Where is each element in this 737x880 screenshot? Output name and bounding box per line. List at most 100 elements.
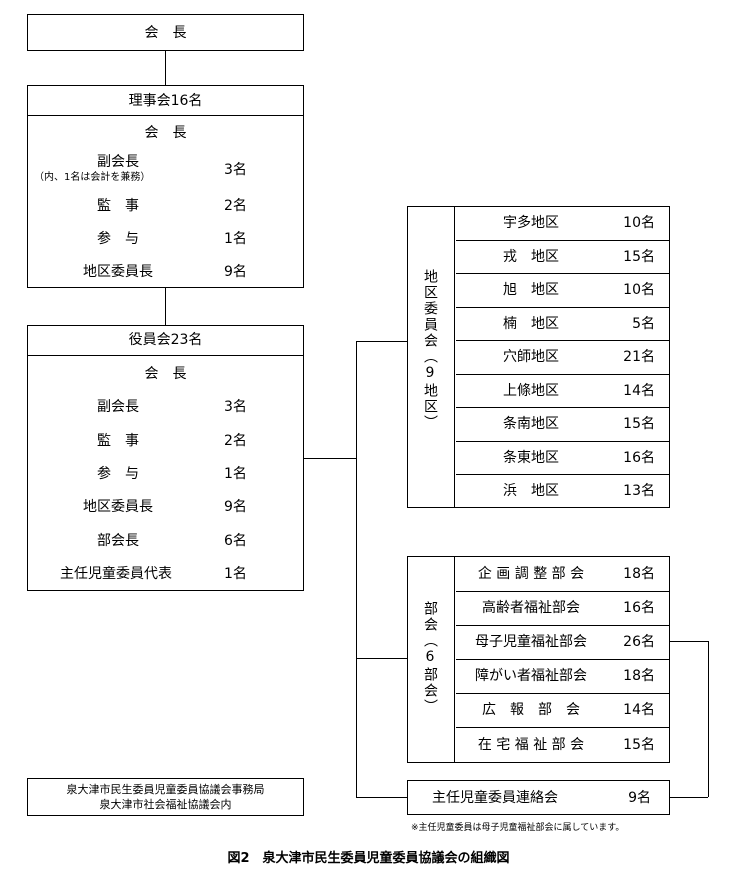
subcommittee-count: 18名 — [623, 566, 655, 582]
district-row: 条南地区 15名 — [456, 407, 669, 441]
district-row: 宇多地区 10名 — [456, 207, 669, 240]
subcommittee-row: 母子児童福祉部会 26名 — [456, 625, 669, 659]
subcommittee-row: 広 報 部 会 14名 — [456, 693, 669, 727]
district-row: 楠 地区 5名 — [456, 307, 669, 340]
subcommittee-name: 障がい者福祉部会 — [475, 668, 587, 684]
district-count: 13名 — [623, 483, 655, 499]
subcommittee-list: 企 画 調 整 部 会 18名 高齢者福祉部会 16名 母子児童福祉部会 26名… — [456, 557, 669, 762]
district-name: 浜 地区 — [503, 483, 559, 499]
subcommittee-name: 広 報 部 会 — [482, 702, 580, 718]
district-committee-box: 地区委員会（9地区） 宇多地区 10名 戎 地区 15名 旭 地区 10名 楠 … — [407, 206, 670, 508]
subcommittee-name: 企 画 調 整 部 会 — [477, 566, 585, 582]
district-count: 10名 — [623, 215, 655, 231]
district-count: 5名 — [632, 316, 655, 332]
district-name: 宇多地区 — [503, 215, 559, 231]
district-row-divider — [456, 273, 669, 274]
connector-to-district — [356, 341, 407, 342]
district-committee-label: 地区委員会（9地区） — [422, 269, 438, 431]
officers-row-name: 主任児童委員代表 — [60, 566, 172, 582]
district-name: 楠 地区 — [503, 316, 559, 332]
connector-trunk — [356, 341, 357, 797]
connector-child-welfare-down — [708, 641, 709, 797]
subcommittee-row-divider — [456, 659, 669, 660]
board-row-note: （内、1名は会計を兼務） — [34, 172, 151, 183]
officers-row-count: 1名 — [224, 566, 247, 582]
district-count: 15名 — [623, 416, 655, 432]
district-row: 上條地区 14名 — [456, 374, 669, 407]
chairman-label: 会 長 — [144, 25, 187, 41]
subcommittees-label: 部会（6部会） — [422, 601, 438, 715]
district-row-divider — [456, 240, 669, 241]
district-row: 浜 地区 13名 — [456, 474, 669, 507]
district-name: 旭 地区 — [503, 282, 559, 298]
board-title-divider — [28, 115, 303, 116]
district-name: 穴師地区 — [503, 349, 559, 365]
officers-chairman: 会 長 — [144, 366, 187, 382]
subcommittees-box: 部会（6部会） 企 画 調 整 部 会 18名 高齢者福祉部会 16名 母子児童… — [407, 556, 670, 763]
chief-liaison-box: 主任児童委員連絡会 9名 — [407, 780, 670, 815]
connector-to-subcommittees — [356, 658, 407, 659]
subcommittee-name: 母子児童福祉部会 — [475, 634, 587, 650]
board-row-name: 参 与 — [97, 231, 139, 247]
chairman-box: 会 長 — [27, 14, 304, 51]
district-row: 条東地区 16名 — [456, 441, 669, 474]
connector-child-welfare-in — [670, 797, 708, 798]
subcommittee-row-divider — [456, 693, 669, 694]
district-label-divider — [454, 207, 455, 507]
subcommittee-row: 障がい者福祉部会 18名 — [456, 659, 669, 693]
district-name: 上條地区 — [503, 383, 559, 399]
subcommittee-row: 企 画 調 整 部 会 18名 — [456, 557, 669, 591]
figure-caption: 図2 泉大津市民生委員児童委員協議会の組織図 — [227, 851, 510, 866]
district-row-divider — [456, 441, 669, 442]
district-row-divider — [456, 407, 669, 408]
office-line2: 泉大津市社会福祉協議会内 — [99, 798, 232, 811]
subcommittee-count: 15名 — [623, 737, 655, 753]
connector-board-officers — [165, 288, 166, 325]
subcommittee-row: 在 宅 福 祉 部 会 15名 — [456, 727, 669, 762]
district-row-divider — [456, 340, 669, 341]
board-row-name: 副会長 — [97, 154, 139, 170]
officers-row-count: 3名 — [224, 399, 247, 415]
officers-row-count: 9名 — [224, 499, 247, 515]
board-row-count: 9名 — [224, 264, 247, 280]
officers-row-count: 2名 — [224, 433, 247, 449]
subcommittee-count: 26名 — [623, 634, 655, 650]
district-list: 宇多地区 10名 戎 地区 15名 旭 地区 10名 楠 地区 5名 穴師地区 … — [456, 207, 669, 507]
subcommittee-row-divider — [456, 591, 669, 592]
connector-officers-out — [304, 458, 356, 459]
district-count: 16名 — [623, 450, 655, 466]
board-row-count: 2名 — [224, 198, 247, 214]
subcommittee-count: 14名 — [623, 702, 655, 718]
connector-chairman-board — [165, 51, 166, 85]
officers-row-count: 6名 — [224, 533, 247, 549]
office-line1: 泉大津市民生委員児童委員協議会事務局 — [66, 783, 265, 796]
officers-row-name: 地区委員長 — [83, 499, 153, 515]
district-row: 旭 地区 10名 — [456, 273, 669, 307]
district-name: 条東地区 — [503, 450, 559, 466]
officers-box: 役員会23名 会 長 副会長 3名 監 事 2名 参 与 1名 地区委員長 9名… — [27, 325, 304, 591]
officers-row-name: 副会長 — [97, 399, 139, 415]
district-count: 15名 — [623, 249, 655, 265]
board-title: 理事会16名 — [128, 93, 203, 109]
district-row-divider — [456, 474, 669, 475]
officers-title-divider — [28, 355, 303, 356]
district-row: 穴師地区 21名 — [456, 340, 669, 374]
district-row: 戎 地区 15名 — [456, 240, 669, 273]
board-box: 理事会16名 会 長 副会長 （内、1名は会計を兼務） 3名 監 事 2名 参 … — [27, 85, 304, 288]
board-row-name: 監 事 — [97, 198, 139, 214]
chief-liaison-name: 主任児童委員連絡会 — [432, 790, 558, 806]
subcommittee-name: 高齢者福祉部会 — [482, 600, 580, 616]
officers-row-name: 参 与 — [97, 466, 139, 482]
board-row-name: 地区委員長 — [83, 264, 153, 280]
district-name: 戎 地区 — [503, 249, 559, 265]
connector-child-welfare-out — [670, 641, 708, 642]
board-chairman: 会 長 — [144, 125, 187, 141]
district-name: 条南地区 — [503, 416, 559, 432]
subcommittee-row-divider — [456, 727, 669, 728]
board-row-count: 1名 — [224, 231, 247, 247]
office-box: 泉大津市民生委員児童委員協議会事務局 泉大津市社会福祉協議会内 — [27, 778, 304, 816]
subcommittee-row: 高齢者福祉部会 16名 — [456, 591, 669, 625]
subcommittee-row-divider — [456, 625, 669, 626]
chief-liaison-count: 9名 — [628, 790, 651, 806]
connector-to-liaison — [356, 797, 407, 798]
